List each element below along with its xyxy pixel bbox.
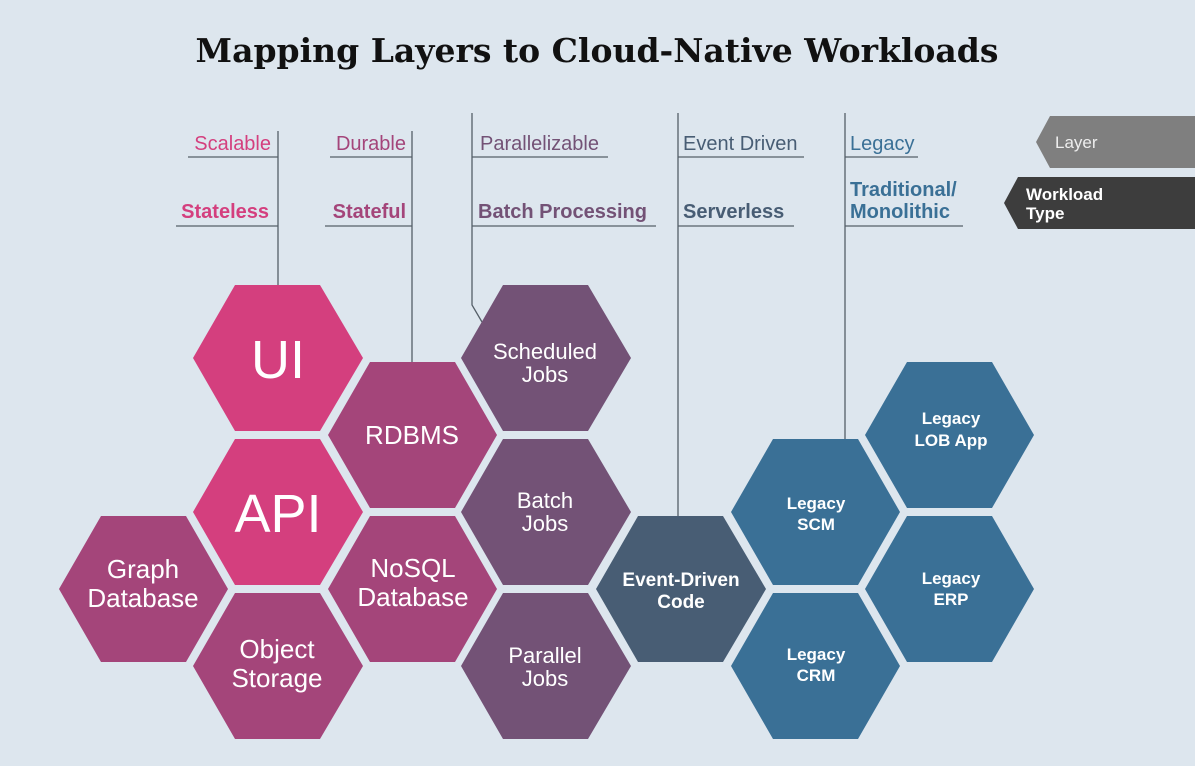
hex-legacy-scm: Legacy SCM bbox=[731, 439, 900, 585]
layer-label-event-driven: Event Driven bbox=[683, 133, 798, 155]
hex-parallel-jobs: Parallel Jobs bbox=[461, 593, 631, 739]
hex-scheduled-line2: Jobs bbox=[522, 362, 568, 387]
layer-label-parallelizable: Parallelizable bbox=[480, 133, 599, 155]
workload-type-tag-line1: Workload bbox=[1026, 185, 1103, 204]
hex-crm-line1: Legacy bbox=[787, 645, 846, 664]
hex-ui: UI bbox=[193, 285, 363, 431]
hex-scheduled-jobs: Scheduled Jobs bbox=[461, 285, 631, 431]
hex-nosql-database: NoSQL Database bbox=[328, 516, 497, 662]
hex-graph-line1: Graph bbox=[107, 554, 179, 584]
hex-scheduled-line1: Scheduled bbox=[493, 339, 597, 364]
hex-legacy-crm: Legacy CRM bbox=[731, 593, 900, 739]
connector-line bbox=[471, 113, 483, 323]
layer-tag-label: Layer bbox=[1055, 133, 1098, 152]
hex-nosql-line1: NoSQL bbox=[370, 553, 455, 583]
hex-rdbms: RDBMS bbox=[328, 362, 497, 508]
hex-event-line2: Code bbox=[657, 592, 705, 613]
workload-type-tag-line2: Type bbox=[1026, 204, 1064, 223]
hex-event-driven-code: Event-Driven Code bbox=[596, 516, 766, 662]
workload-label-serverless: Serverless bbox=[683, 201, 784, 223]
workload-label-stateless: Stateless bbox=[181, 201, 269, 223]
hex-erp-line1: Legacy bbox=[922, 569, 981, 588]
hex-legacy-lob-app: Legacy LOB App bbox=[865, 362, 1034, 508]
workload-label-monolithic: Monolithic bbox=[850, 201, 950, 223]
hex-graph-database: Graph Database bbox=[59, 516, 228, 662]
hex-ui-label: UI bbox=[251, 330, 305, 390]
hex-scm-line1: Legacy bbox=[787, 494, 846, 513]
hex-erp-line2: ERP bbox=[934, 590, 969, 609]
hex-rdbms-label: RDBMS bbox=[365, 420, 459, 450]
hex-nosql-line2: Database bbox=[357, 582, 468, 612]
hex-batch-jobs: Batch Jobs bbox=[461, 439, 631, 585]
hex-parallel-line2: Jobs bbox=[522, 666, 568, 691]
hex-event-line1: Event-Driven bbox=[622, 570, 739, 591]
layer-label-legacy: Legacy bbox=[850, 133, 915, 155]
page-title: Mapping Layers to Cloud-Native Workloads bbox=[196, 31, 999, 70]
layer-label-durable: Durable bbox=[336, 133, 406, 155]
workload-label-batch-processing: Batch Processing bbox=[478, 201, 647, 223]
hex-legacy-erp: Legacy ERP bbox=[865, 516, 1034, 662]
workload-label-traditional: Traditional/ bbox=[850, 179, 957, 201]
hex-object-storage: Object Storage bbox=[193, 593, 363, 739]
hex-api-label: API bbox=[234, 484, 321, 544]
layer-label-scalable: Scalable bbox=[194, 133, 271, 155]
hex-crm-line2: CRM bbox=[797, 666, 836, 685]
hex-parallel-line1: Parallel bbox=[508, 643, 581, 668]
layer-tag bbox=[1036, 116, 1195, 168]
hex-lob-line2: LOB App bbox=[914, 431, 987, 450]
hex-batch-line2: Jobs bbox=[522, 511, 568, 536]
workload-label-stateful: Stateful bbox=[333, 201, 406, 223]
workload-type-tag bbox=[1004, 177, 1195, 229]
hex-scm-line2: SCM bbox=[797, 515, 835, 534]
hex-object-line2: Storage bbox=[231, 663, 322, 693]
hex-object-line1: Object bbox=[239, 634, 315, 664]
hex-api: API bbox=[193, 439, 363, 585]
hex-graph-line2: Database bbox=[87, 583, 198, 613]
hex-lob-line1: Legacy bbox=[922, 409, 981, 428]
hex-batch-line1: Batch bbox=[517, 488, 573, 513]
